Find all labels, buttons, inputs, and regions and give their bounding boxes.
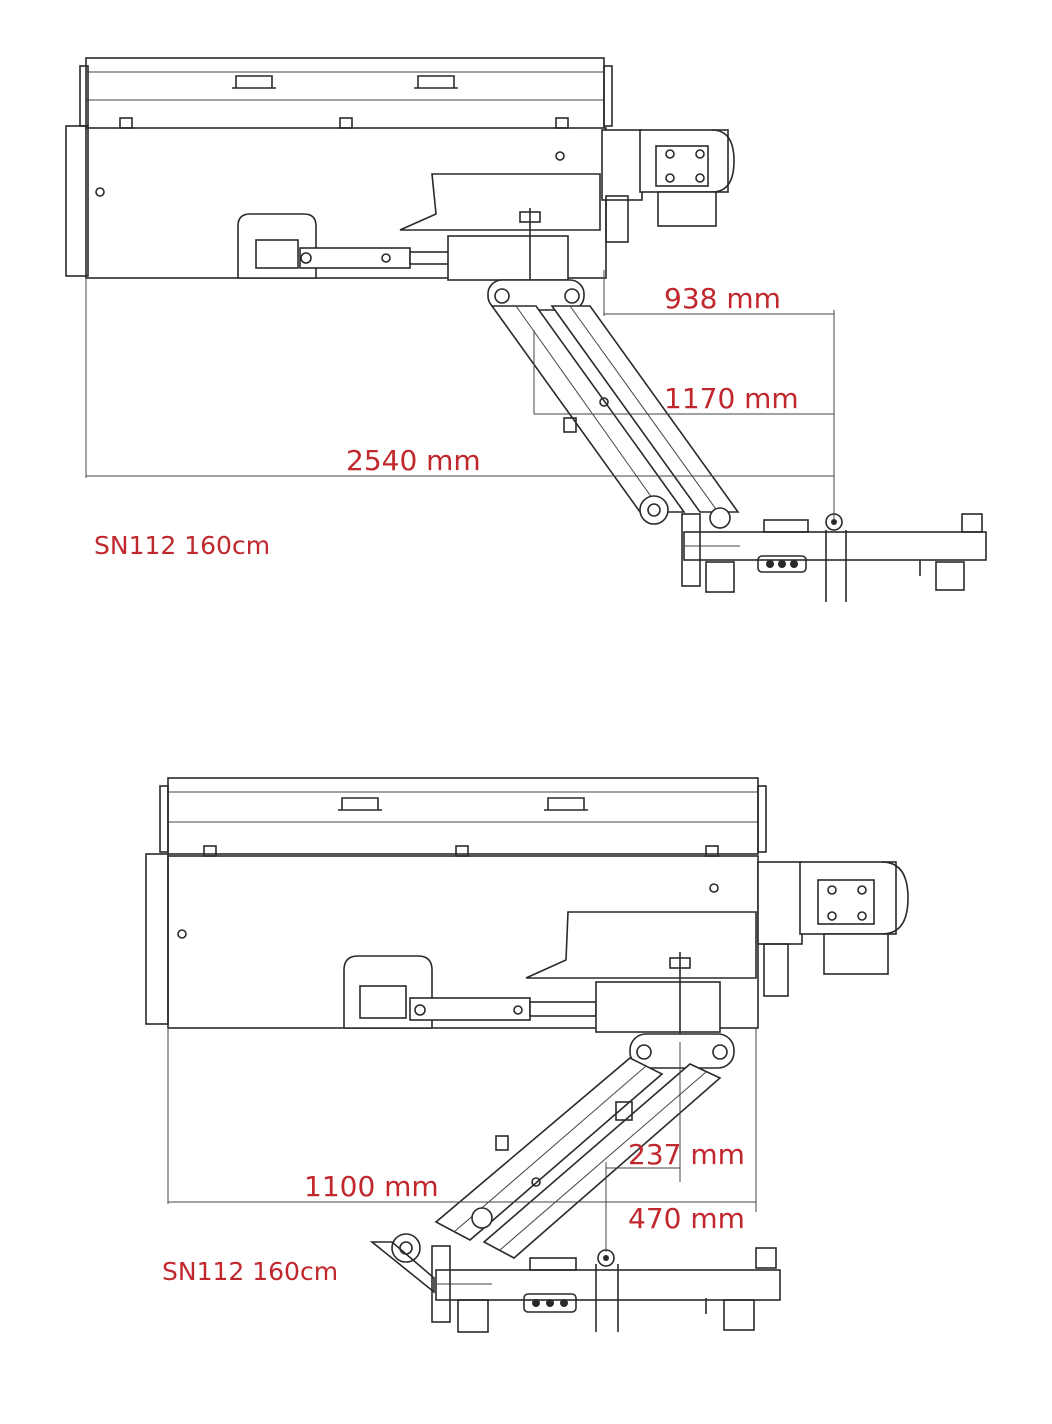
dimension-lines xyxy=(85,270,835,520)
dimension-1170: 1170 mm xyxy=(664,382,799,415)
dimension-2540: 2540 mm xyxy=(346,444,481,477)
mower-hood xyxy=(79,57,613,131)
dimension-237: 237 mm xyxy=(628,1138,745,1171)
drawing-view-top: 938 mm 1170 mm 2540 mm SN112 160cm xyxy=(0,0,1052,700)
pivot-hub xyxy=(595,952,735,1069)
dimension-lines xyxy=(167,1028,757,1252)
dimension-938: 938 mm xyxy=(664,282,781,315)
boom-arm xyxy=(369,1057,722,1294)
dimension-470: 470 mm xyxy=(628,1202,745,1235)
mower-hood xyxy=(159,777,767,855)
cross-beam xyxy=(681,513,987,602)
drawing-view-bottom: 237 mm 1100 mm 470 mm SN112 160cm xyxy=(0,712,1052,1424)
cross-beam xyxy=(431,1245,781,1333)
ram-bracket xyxy=(237,213,471,279)
mower-drawing-retracted: 237 mm 1100 mm 470 mm SN112 160cm xyxy=(145,777,909,1333)
mower-drawing-extended: 938 mm 1170 mm 2540 mm SN112 160cm xyxy=(65,57,987,602)
model-label: SN112 160cm xyxy=(94,531,270,560)
boom-arm xyxy=(490,305,740,529)
model-label: SN112 160cm xyxy=(162,1257,338,1286)
dimension-1100: 1100 mm xyxy=(304,1170,439,1203)
pivot-hub xyxy=(447,208,585,311)
